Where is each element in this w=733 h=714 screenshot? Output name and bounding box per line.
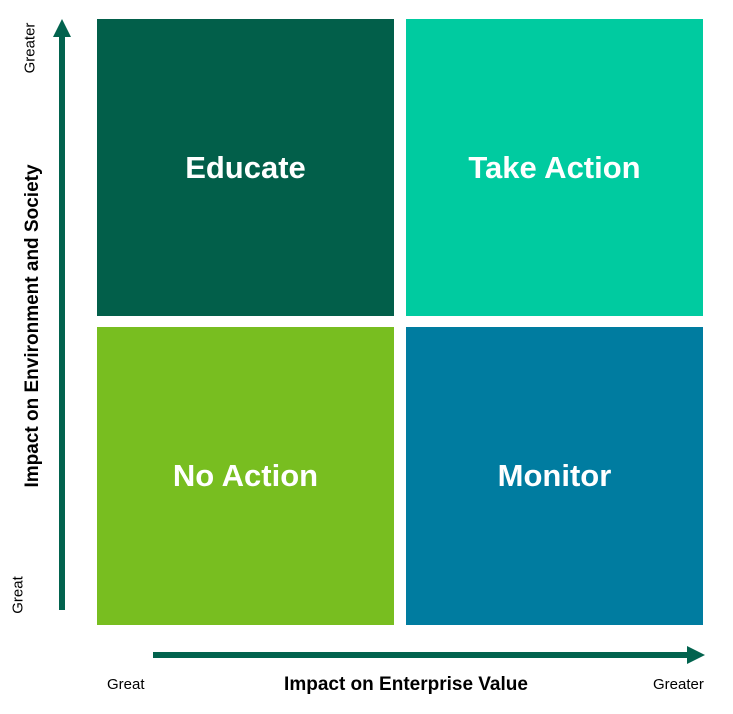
quadrant-label-educate: Educate	[185, 149, 306, 185]
x-axis-title: Impact on Enterprise Value	[284, 674, 528, 695]
quadrant-label-take-action: Take Action	[468, 149, 641, 185]
quadrant-label-no-action: No Action	[172, 458, 319, 493]
quadrant-take-action: Take Action	[406, 19, 703, 316]
quadrant-educate: Educate	[97, 19, 394, 316]
x-axis-high-label: Greater	[653, 676, 704, 693]
quadrant-no-action: No Action	[97, 327, 394, 625]
y-axis-title: Impact on Environment and Society	[22, 164, 43, 488]
quadrant-label-monitor: Monitor	[497, 458, 612, 493]
y-axis-high-label: Greater	[21, 22, 39, 74]
x-axis-arrow	[153, 646, 705, 664]
y-axis-arrow	[53, 19, 71, 610]
quadrant-monitor: Monitor	[406, 327, 703, 625]
x-axis-low-label: Great	[107, 676, 145, 693]
y-axis-low-label: Great	[9, 576, 27, 614]
